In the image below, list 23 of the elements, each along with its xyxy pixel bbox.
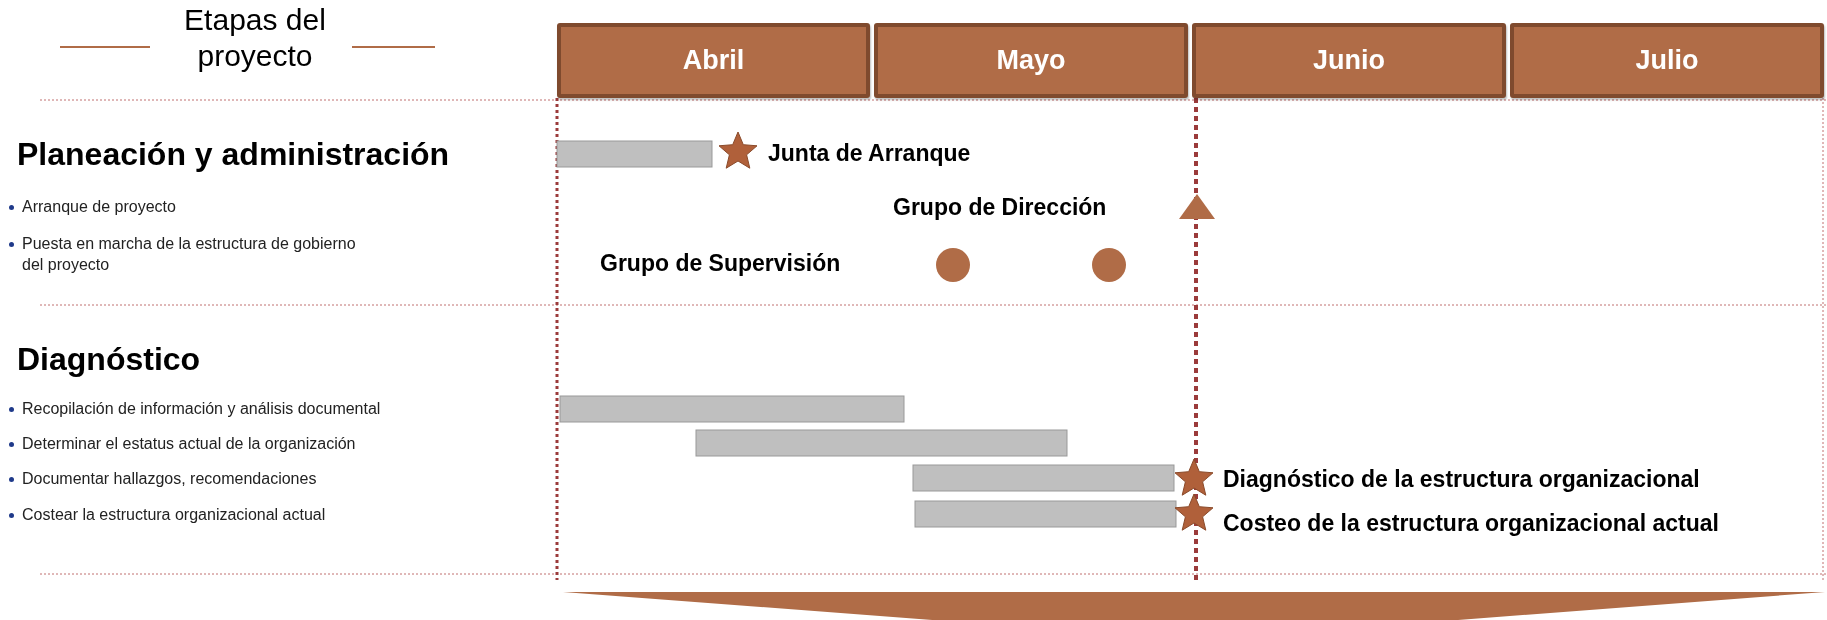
gantt-bar bbox=[912, 464, 1175, 492]
task-text: Puesta en marcha de la estructura de gobierno del proyecto bbox=[22, 234, 357, 275]
gantt-bar bbox=[556, 140, 713, 168]
month-header: Mayo bbox=[874, 23, 1188, 98]
milestone-label: Diagnóstico de la estructura organizacional bbox=[1223, 466, 1700, 494]
section-heading: Planeación y administración bbox=[17, 135, 450, 174]
gantt-bar bbox=[695, 429, 1068, 457]
month-header: Julio bbox=[1510, 23, 1824, 98]
month-header: Junio bbox=[1192, 23, 1506, 98]
section-heading: Diagnóstico bbox=[17, 340, 201, 379]
gantt-bar bbox=[914, 500, 1177, 528]
milestone-label: Grupo de Dirección bbox=[893, 194, 1107, 222]
milestone-label: Grupo de Supervisión bbox=[600, 250, 841, 278]
task-text: Determinar el estatus actual de la organización bbox=[22, 434, 356, 454]
gantt-bar bbox=[559, 395, 905, 423]
task-text: Arranque de proyecto bbox=[22, 197, 176, 217]
task-text: Recopilación de información y análisis documental bbox=[22, 399, 381, 419]
milestone-label: Costeo de la estructura organizacional actual bbox=[1223, 510, 1719, 538]
task-text: Costear la estructura organizacional actual bbox=[22, 505, 326, 525]
column-heading: Etapas del proyecto bbox=[183, 2, 327, 74]
month-header: Abril bbox=[557, 23, 870, 98]
task-text: Documentar hallazgos, recomendaciones bbox=[22, 469, 317, 489]
milestone-label: Junta de Arranque bbox=[768, 140, 971, 168]
